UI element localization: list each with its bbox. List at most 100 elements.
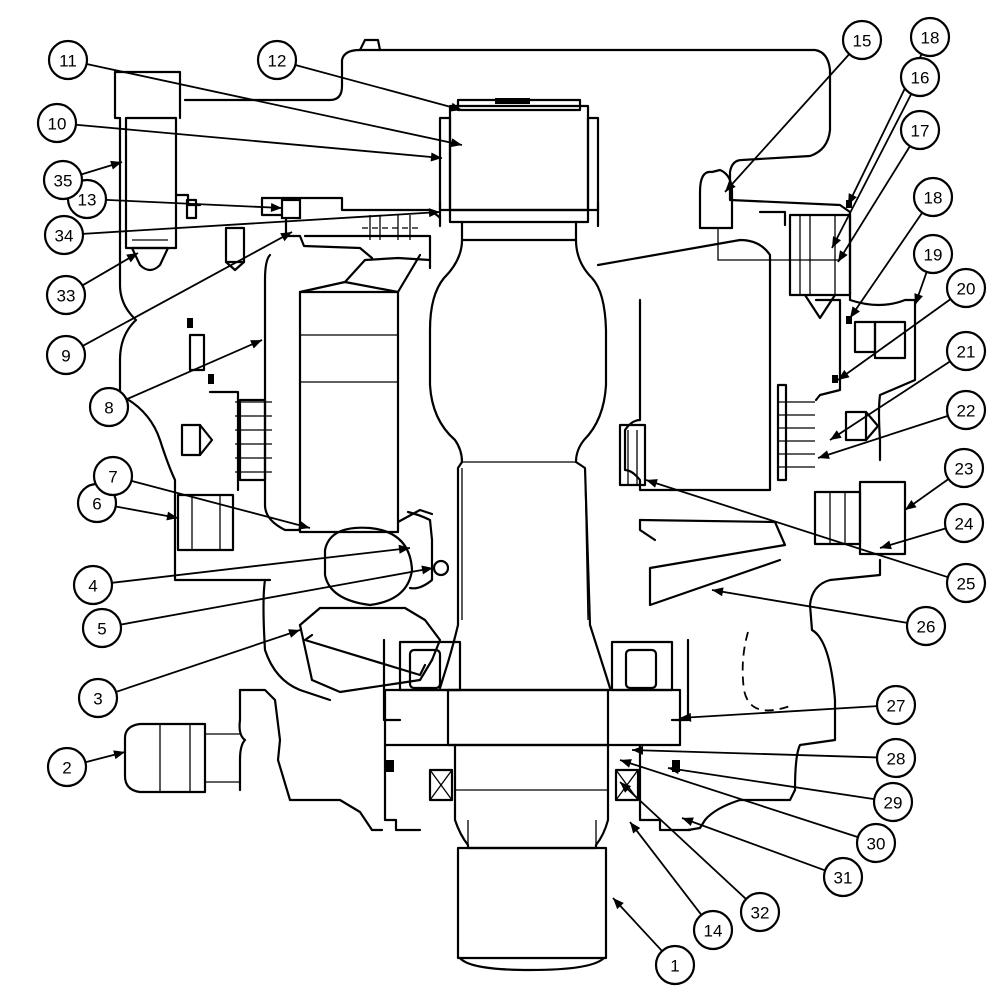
- callout-14: 14: [692, 909, 734, 951]
- leader-arrowhead-34: [428, 208, 440, 218]
- callout-number: 23: [955, 460, 974, 479]
- leader-line-18b: [849, 212, 923, 319]
- leader-arrowhead-3: [288, 629, 300, 638]
- callout-23: 23: [943, 447, 985, 489]
- callout-number: 18: [924, 189, 943, 208]
- callout-number: 5: [97, 620, 106, 639]
- leader-line-1: [612, 897, 663, 952]
- leader-arrowhead-20: [838, 369, 850, 380]
- leader-line-20: [837, 298, 952, 381]
- callout-32: 32: [739, 891, 781, 933]
- callout-number: 31: [834, 869, 853, 888]
- leader-line-30: [619, 759, 859, 838]
- callout-number: 11: [59, 52, 77, 71]
- leader-arrowhead-24: [880, 540, 892, 550]
- callout-2: 2: [46, 746, 88, 788]
- callout-number: 35: [54, 172, 73, 191]
- leader-arrowhead-2: [113, 750, 125, 760]
- leader-arrowhead-17: [838, 250, 848, 262]
- leader-arrowhead-30: [620, 759, 632, 768]
- callout-circle: [42, 159, 84, 201]
- leader-line-24: [879, 527, 947, 549]
- callout-circle: [909, 16, 951, 58]
- callout-number: 30: [867, 835, 886, 854]
- leader-arrowhead-22: [818, 450, 830, 459]
- callout-33: 33: [45, 274, 87, 316]
- callout-number: 20: [957, 280, 976, 299]
- callout-17: 17: [899, 109, 941, 151]
- leader-arrowhead-19: [914, 293, 923, 305]
- callout-18b: 18: [912, 176, 954, 218]
- main-shaft: [428, 98, 612, 972]
- callout-number: 22: [957, 402, 976, 421]
- leader-arrowhead-25: [646, 479, 658, 488]
- callout-8: 8: [88, 386, 130, 428]
- leader-arrowhead-8: [250, 340, 262, 349]
- leader-line-25: [645, 479, 949, 579]
- callout-number: 27: [887, 697, 906, 716]
- callout-28: 28: [875, 737, 917, 779]
- callout-31: 31: [822, 856, 864, 898]
- callout-number: 34: [55, 227, 74, 246]
- callout-10: 10: [36, 102, 78, 144]
- callout-26: 26: [905, 605, 947, 647]
- callout-number: 19: [924, 246, 943, 265]
- callout-number: 14: [704, 922, 723, 941]
- leader-lines: [75, 53, 952, 952]
- leader-line-8: [126, 339, 263, 401]
- leader-arrowhead-28: [632, 745, 644, 755]
- leader-arrowhead-18b: [850, 306, 860, 318]
- leader-line-34: [82, 211, 441, 235]
- leader-arrowhead-33: [126, 253, 138, 263]
- leader-arrowhead-16: [832, 236, 842, 248]
- callout-29: 29: [872, 781, 914, 823]
- callout-number: 7: [108, 468, 117, 487]
- leader-arrowhead-32: [620, 782, 632, 793]
- callout-number: 1: [670, 957, 679, 976]
- leader-line-21: [829, 360, 951, 441]
- callout-number: 33: [57, 287, 76, 306]
- callout-12: 12: [256, 39, 298, 81]
- callout-circle: [72, 564, 114, 606]
- callout-number: 12: [268, 52, 287, 71]
- callout-4: 4: [72, 564, 114, 606]
- leader-line-22: [817, 415, 949, 459]
- leader-arrowhead-9: [280, 232, 292, 242]
- lower-bearing-assembly: [382, 638, 692, 832]
- leader-arrowhead-23: [905, 499, 917, 510]
- leader-line-29: [667, 767, 875, 801]
- callout-number: 17: [911, 122, 930, 141]
- callout-number: 9: [61, 347, 70, 366]
- callout-circle: [945, 389, 987, 431]
- callout-circle: [905, 605, 947, 647]
- leader-line-3: [115, 629, 301, 693]
- callout-circle: [945, 330, 987, 372]
- callout-circle: [855, 822, 897, 864]
- callout-number: 28: [887, 750, 906, 769]
- leader-arrowhead-29: [668, 765, 680, 775]
- callout-circle: [256, 39, 298, 81]
- callout-3: 3: [77, 677, 119, 719]
- leader-arrowhead-11: [450, 138, 462, 148]
- leader-line-5: [120, 567, 434, 626]
- callout-circle: [81, 607, 123, 649]
- callout-circle: [945, 562, 987, 604]
- callout-22: 22: [945, 389, 987, 431]
- callout-circle: [841, 19, 883, 61]
- callout-number: 26: [917, 618, 936, 637]
- leader-arrowhead-27: [680, 712, 692, 722]
- callout-number: 24: [955, 515, 974, 534]
- callout-24: 24: [943, 502, 985, 544]
- callout-circle: [46, 746, 88, 788]
- leader-arrowhead-15: [725, 180, 736, 192]
- leader-arrowhead-14: [630, 822, 641, 834]
- callout-circle: [943, 447, 985, 489]
- callout-number: 13: [78, 191, 97, 210]
- housing-outline: [113, 38, 917, 832]
- callout-circle: [899, 56, 941, 98]
- callout-number: 3: [93, 690, 102, 709]
- leader-arrowhead-10: [430, 152, 442, 162]
- leader-arrowhead-21: [830, 430, 842, 440]
